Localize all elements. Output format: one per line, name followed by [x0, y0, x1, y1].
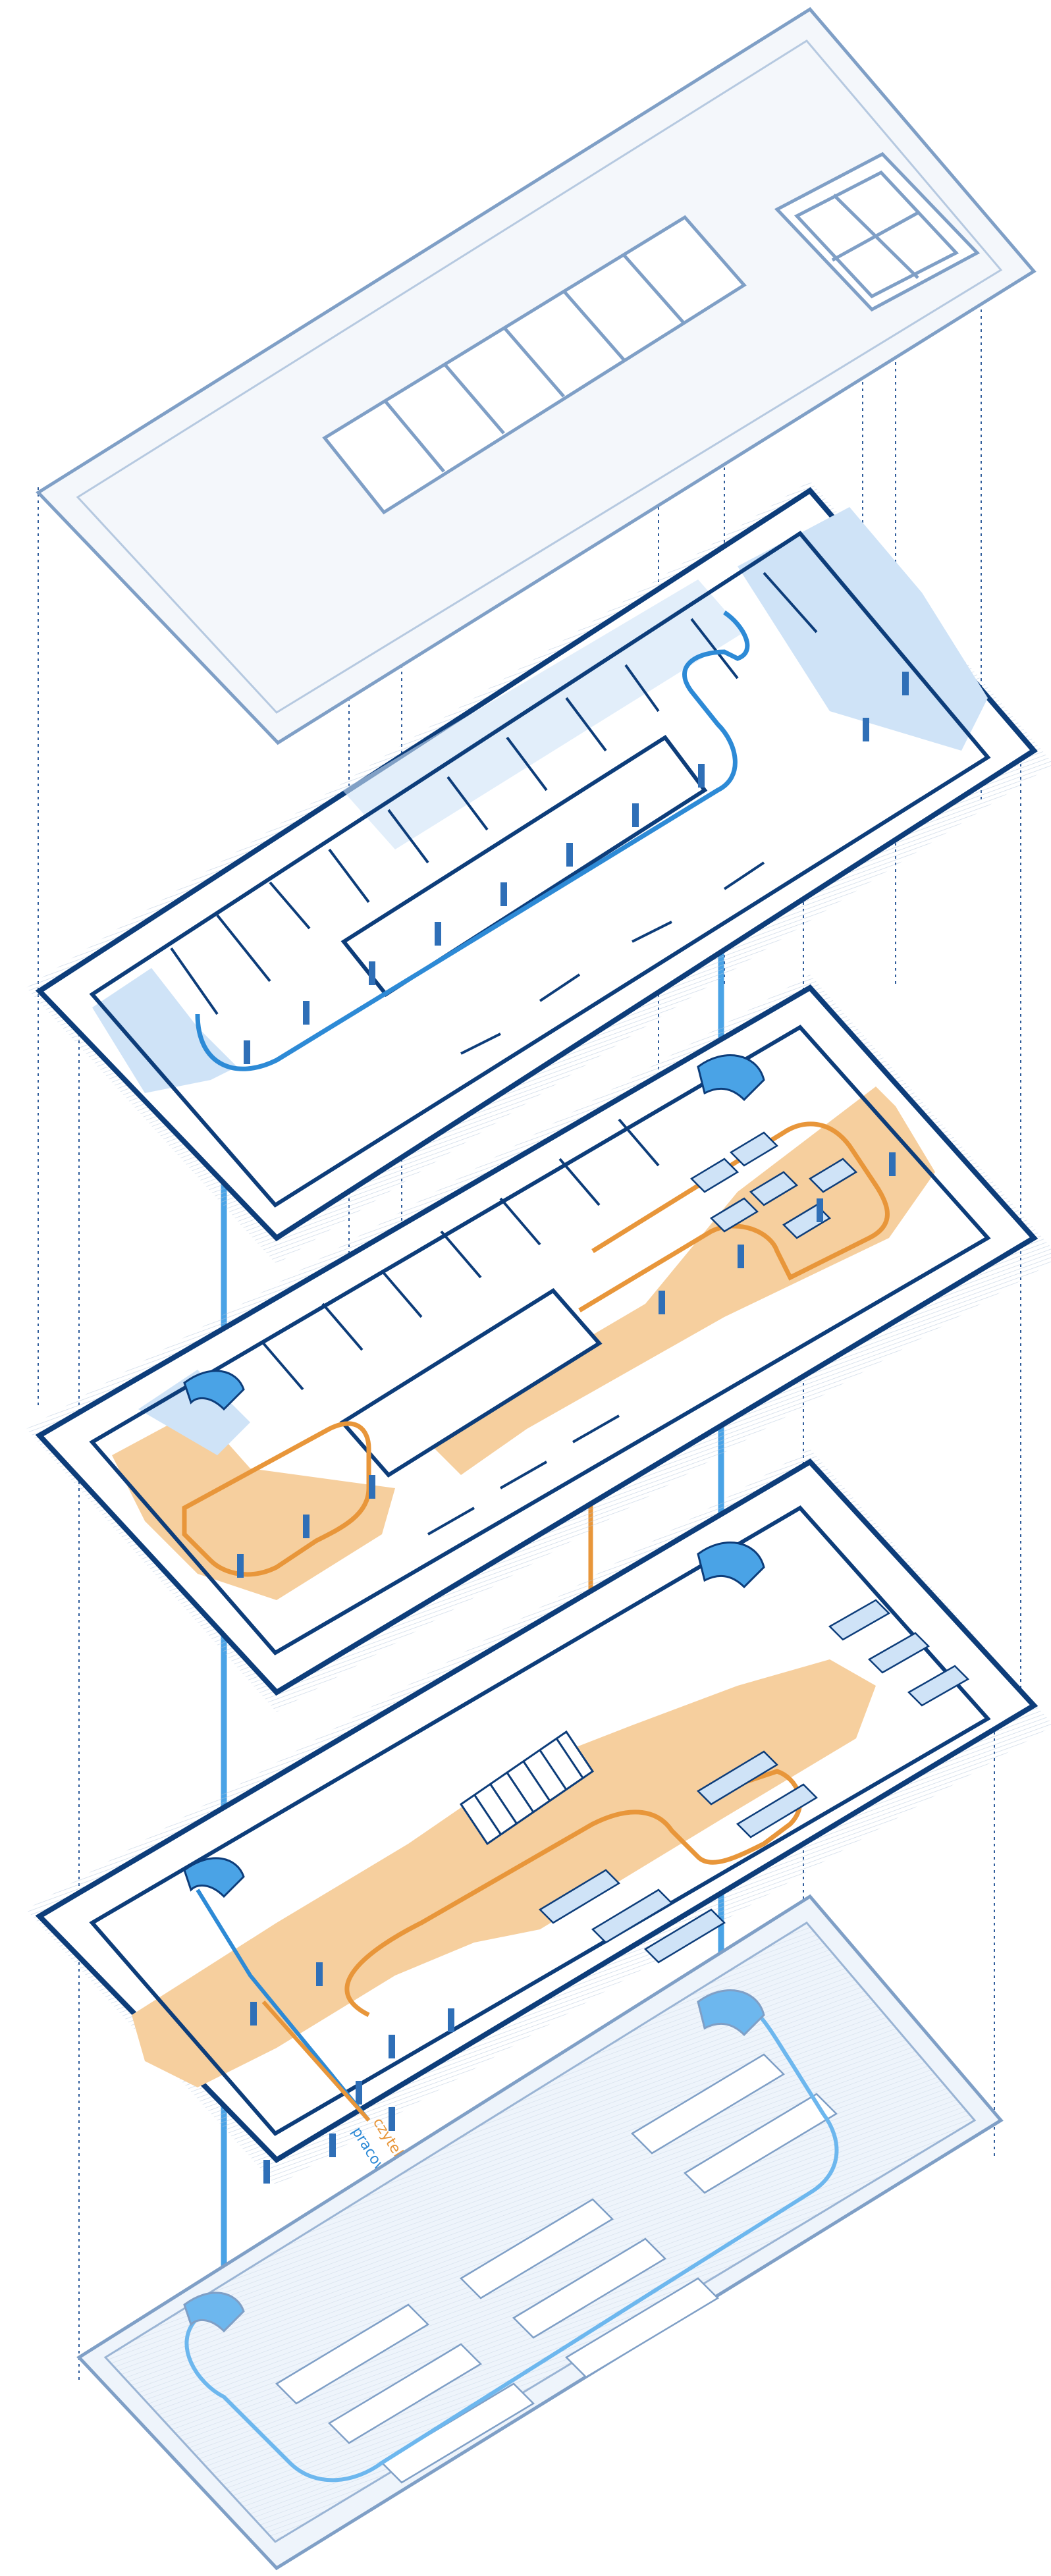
staff-stair-basement-left — [183, 2292, 245, 2333]
reader-route-ground — [344, 1769, 803, 2018]
roof-skylight-square — [774, 151, 981, 312]
roof-skylight-strip — [322, 215, 747, 515]
atrium-void-second — [339, 1288, 603, 1478]
staff-route-upper — [195, 610, 750, 1071]
staff-stair-second-left — [183, 1370, 245, 1411]
book-shelves-ground — [538, 1599, 970, 1964]
reader-route-second — [182, 1121, 890, 1577]
staff-route-ground — [196, 1889, 371, 2122]
book-shelves-basement — [275, 2053, 838, 2484]
main-staircase — [459, 1730, 595, 1846]
staff-route-basement — [184, 2000, 839, 2482]
reader-zone-second — [112, 1087, 935, 1600]
ground-floor-level — [26, 1449, 1051, 2186]
roof-level — [36, 7, 1037, 745]
staff-zone-upper — [92, 507, 988, 1093]
staff-stair-ground-right — [697, 1542, 765, 1589]
reader-route-ground-exit — [261, 2000, 371, 2122]
upper-floor-level — [26, 481, 1051, 1264]
staff-stair-ground-left — [183, 1857, 245, 1898]
second-floor-level — [26, 975, 1051, 1712]
staff-stair-basement-right — [697, 1989, 765, 2037]
basement-level — [76, 1894, 1004, 2571]
staff-stair-second-right — [697, 1054, 765, 1102]
